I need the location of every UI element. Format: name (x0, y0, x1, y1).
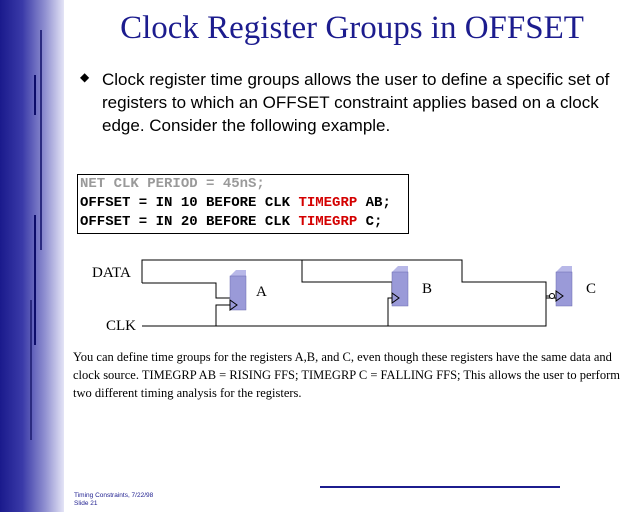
clk-wire-c (388, 295, 550, 327)
register-a-label: A (256, 284, 267, 300)
register-a-clock-icon (229, 299, 238, 311)
clk-label: CLK (106, 318, 136, 334)
code-line-3: OFFSET = IN 20 BEFORE CLK TIMEGRP C; (80, 214, 382, 230)
diamond-bullet-icon: ◆ (80, 70, 90, 84)
register-c-face (555, 271, 573, 307)
code-text: OFFSET = IN 20 BEFORE CLK (80, 214, 299, 230)
code-line-1: NET CLK PERIOD = 45nS; (80, 176, 265, 192)
data-label: DATA (92, 265, 131, 281)
register-b-label: B (422, 281, 433, 297)
sidebar-stripe (40, 30, 42, 250)
footer-line-2: Slide 21 (74, 500, 98, 507)
code-keyword: TIMEGRP (298, 214, 358, 230)
footer-divider (320, 486, 560, 488)
code-line-2: OFFSET = IN 10 BEFORE CLK TIMEGRP AB; (80, 195, 391, 211)
register-c-label: C (586, 281, 597, 297)
register-b-face (391, 271, 409, 307)
register-c-clock-icon (555, 290, 564, 302)
footer-line-1: Timing Constraints, 7/22/98 (74, 492, 154, 499)
sidebar-gradient (0, 0, 64, 512)
data-wire-a (142, 282, 230, 299)
register-b-clock-icon (391, 292, 400, 304)
slide-footer: Timing Constraints, 7/22/98 Slide 21 (74, 492, 153, 508)
slide-title: Clock Register Groups in OFFSET (120, 10, 584, 46)
sidebar-stripe (34, 215, 36, 345)
code-text: C; (357, 214, 383, 230)
clk-wire-a (142, 304, 230, 327)
register-c-inverter-bubble (549, 293, 555, 299)
data-wire-b (141, 259, 393, 298)
sidebar-stripe (30, 300, 32, 440)
caption-text: You can define time groups for the regis… (73, 350, 620, 400)
code-keyword: TIMEGRP (298, 195, 358, 211)
code-text: OFFSET = IN 10 BEFORE CLK (80, 195, 299, 211)
code-text: AB; (357, 195, 391, 211)
data-wire-c (302, 259, 556, 299)
sidebar-stripe (34, 75, 36, 115)
clk-wire-b (216, 297, 392, 327)
register-a-face (229, 275, 247, 311)
bullet-text: Clock register time groups allows the us… (102, 70, 610, 135)
code-box: NET CLK PERIOD = 45nS; OFFSET = IN 10 BE… (77, 174, 409, 234)
